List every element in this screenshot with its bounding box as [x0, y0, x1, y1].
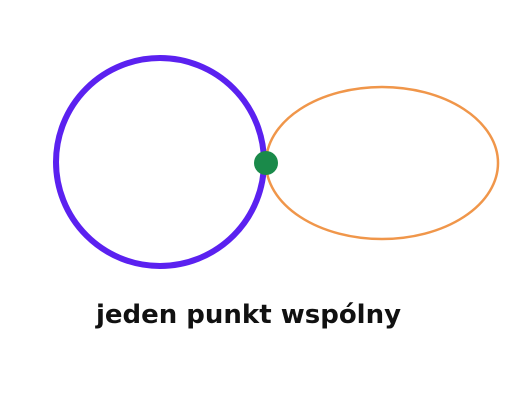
- tangent-point: [254, 151, 278, 175]
- orange-ellipse: [264, 85, 500, 241]
- purple-circle: [53, 55, 267, 269]
- diagram-caption: jeden punkt wspólny: [95, 300, 402, 330]
